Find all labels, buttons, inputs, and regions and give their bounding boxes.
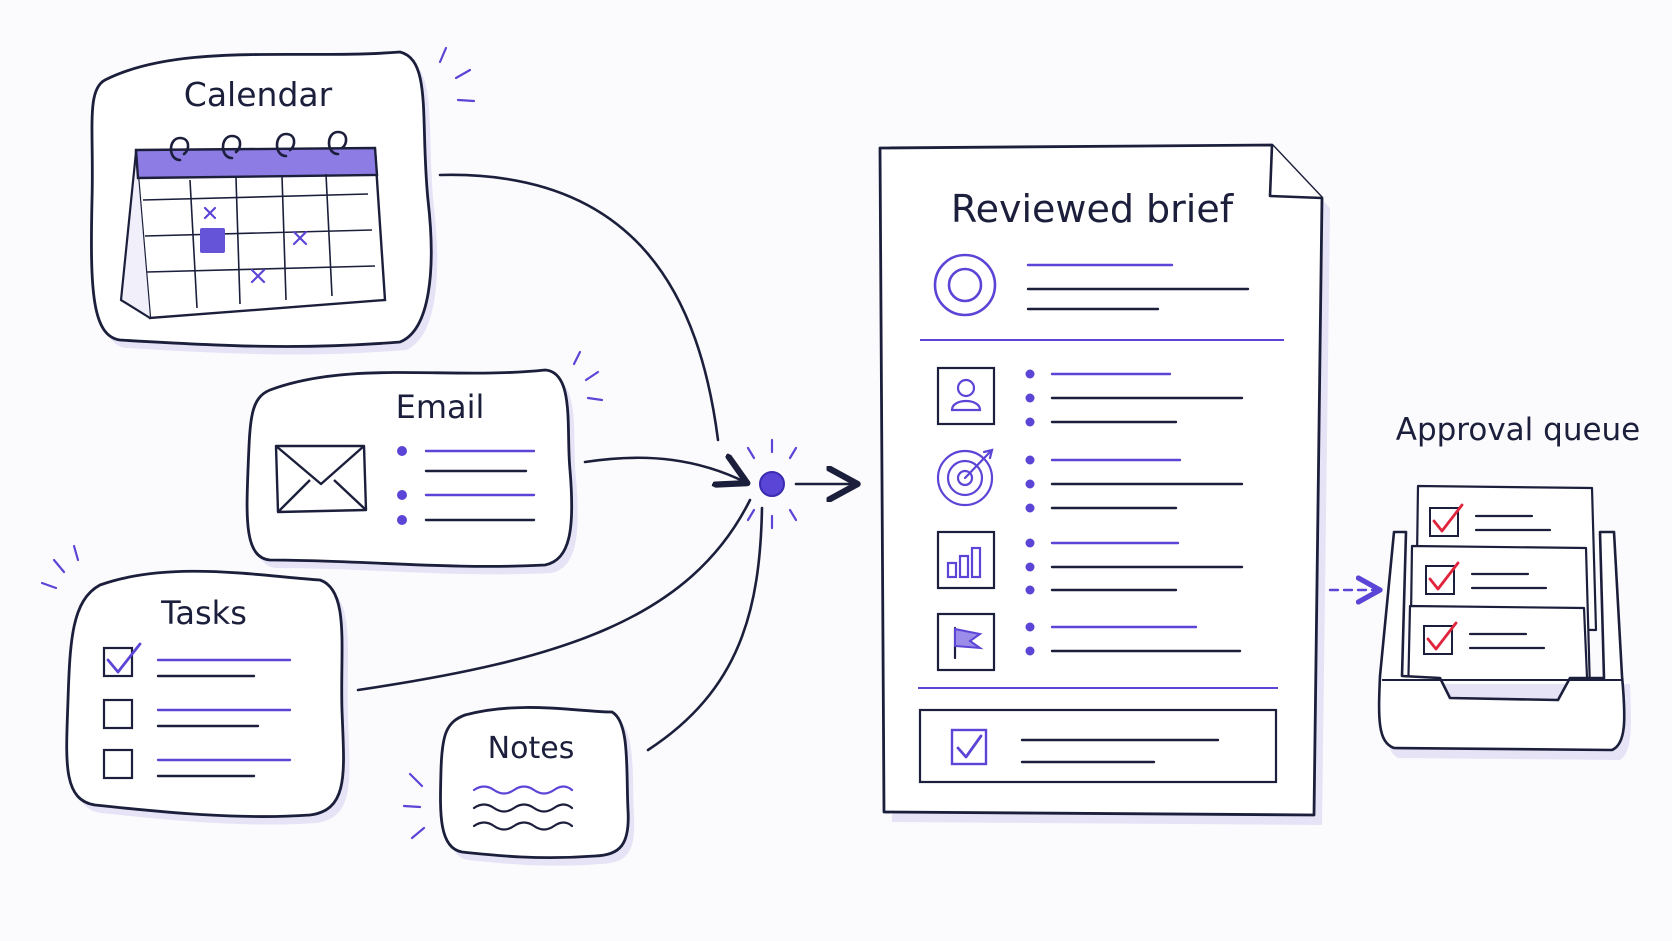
email-label: Email — [396, 388, 485, 426]
brief-summary — [933, 253, 1250, 317]
connector-tasks — [356, 498, 752, 692]
tasks-card: Tasks — [40, 544, 350, 825]
sparkle-icon — [438, 46, 476, 103]
inbox-tray-icon — [1377, 530, 1631, 760]
checkmark-icon — [956, 734, 983, 759]
notes-card: Notes — [402, 706, 635, 866]
calendar-label: Calendar — [184, 75, 333, 114]
bar-chart-icon — [946, 546, 982, 579]
tasks-label: Tasks — [160, 594, 247, 632]
connector-email — [583, 458, 745, 482]
sparkle-icon — [40, 544, 80, 590]
dartboard-icon — [936, 448, 994, 507]
email-card: Email — [245, 350, 604, 575]
email-lines — [397, 446, 536, 525]
flag-icon — [953, 626, 984, 660]
reviewed-brief-document: Reviewed brief — [878, 143, 1330, 825]
checkmark-icon — [1428, 561, 1460, 591]
checkbox-icon — [1429, 507, 1459, 537]
user-icon — [950, 378, 982, 412]
connector-notes — [646, 506, 764, 752]
connector-calendar — [438, 173, 720, 442]
task-item — [102, 698, 292, 730]
notes-label: Notes — [488, 731, 575, 766]
checkbox-icon — [102, 748, 134, 780]
hub-node — [746, 438, 798, 530]
queue-label: Approval queue — [1396, 412, 1641, 448]
calendar-icon — [119, 130, 387, 320]
checkmark-icon — [1432, 503, 1464, 533]
brief-section-milestones — [936, 612, 1242, 672]
calendar-card: Calendar — [90, 46, 476, 355]
brief-section-metrics — [936, 530, 1244, 595]
sparkle-icon — [402, 772, 426, 840]
brief-section-goals — [936, 448, 1244, 513]
brief-approval-box — [918, 708, 1278, 784]
checkmark-icon — [106, 642, 142, 674]
envelope-icon — [274, 444, 368, 514]
sparkle-icon — [572, 350, 604, 402]
approval-queue: Approval queue — [1377, 412, 1641, 760]
connectors — [356, 173, 764, 752]
checkmark-icon — [1426, 621, 1458, 651]
checkbox-icon — [102, 698, 134, 730]
wavy-lines-icon — [472, 785, 574, 831]
brief-title: Reviewed brief — [951, 187, 1235, 231]
target-ring-icon — [933, 253, 997, 317]
brief-section-people — [936, 366, 1244, 427]
task-item — [102, 642, 292, 678]
task-item — [102, 748, 292, 780]
